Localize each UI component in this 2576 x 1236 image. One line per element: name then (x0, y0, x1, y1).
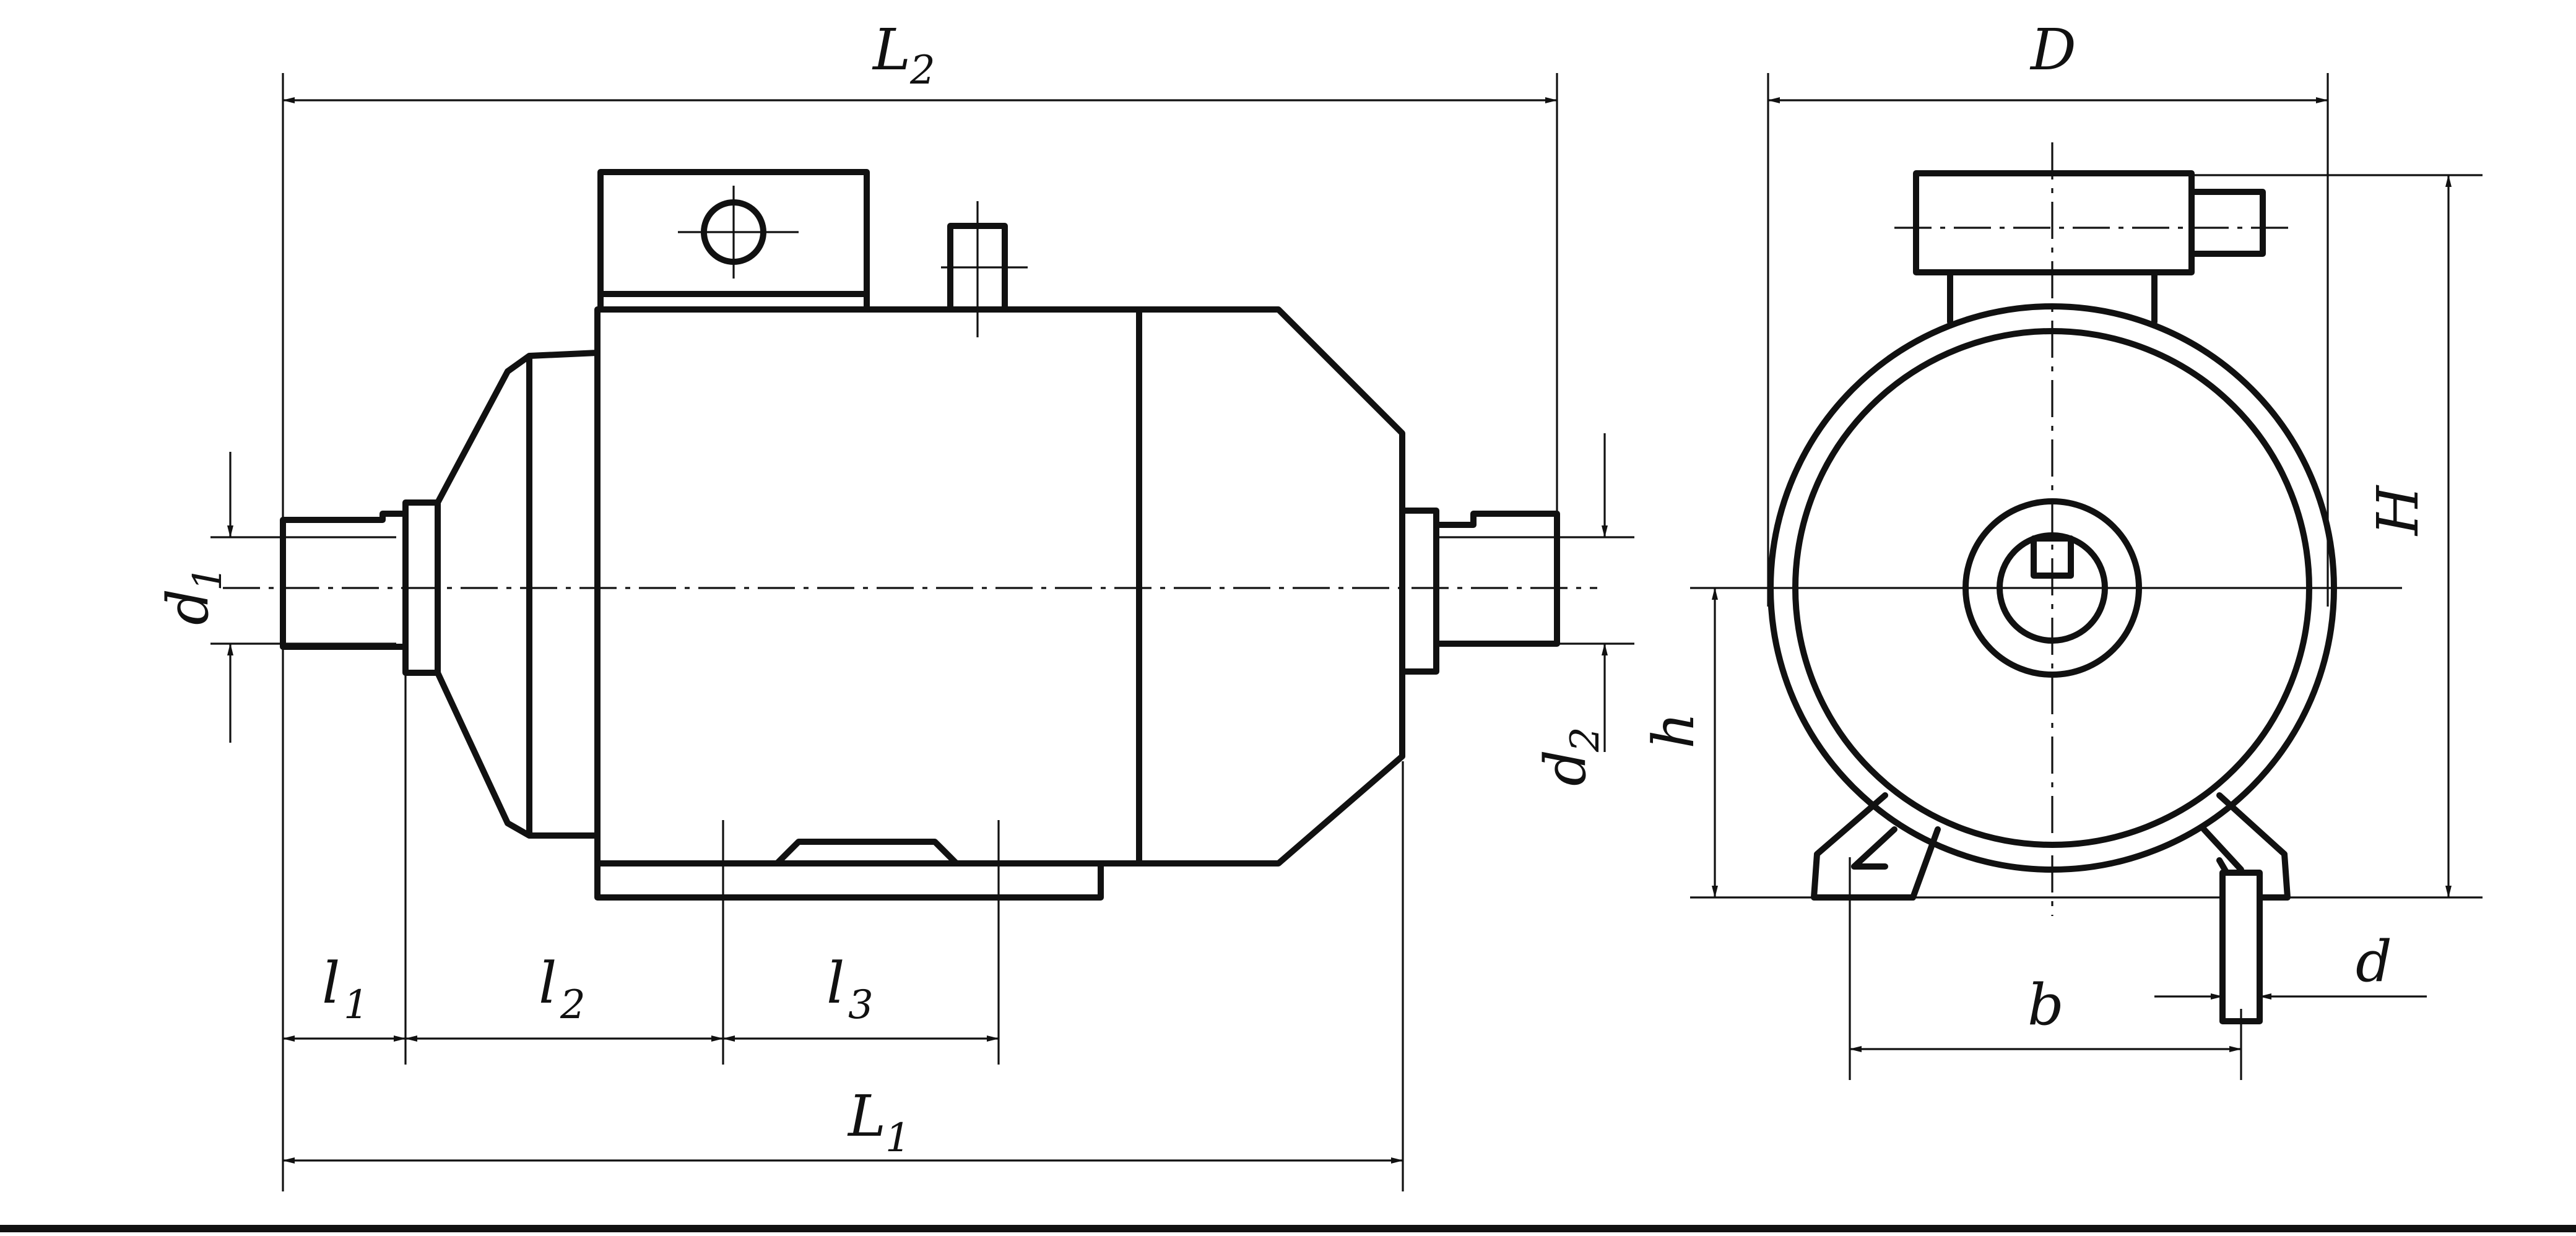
mounting-bolt (2219, 870, 2263, 1024)
svg-text:l: l (322, 950, 340, 1016)
right-shaft (1433, 511, 1560, 647)
svg-text:1: 1 (344, 982, 369, 1028)
svg-text:h: h (1641, 712, 1707, 749)
motor-foot (594, 839, 1104, 901)
svg-text:l: l (826, 950, 844, 1016)
svg-text:L: L (872, 17, 911, 83)
front-cable-gland (2188, 189, 2266, 257)
label-b: b (2027, 972, 2064, 1038)
label-h: h (1641, 712, 1707, 749)
svg-text:2: 2 (560, 982, 586, 1028)
svg-text:3: 3 (848, 982, 874, 1028)
left-shaft (280, 511, 409, 650)
label-l3: l 3 (826, 950, 874, 1028)
label-L1: L 1 (847, 1083, 911, 1161)
motor-body (594, 306, 1405, 866)
front-view: D H h b d (1641, 17, 2483, 1080)
svg-text:1: 1 (885, 1115, 911, 1161)
svg-text:d: d (155, 589, 221, 625)
label-d: d (2356, 928, 2392, 995)
label-l2: l 2 (539, 950, 586, 1028)
svg-text:2: 2 (1563, 727, 1608, 753)
right-flange (1399, 508, 1439, 675)
svg-text:H: H (2365, 485, 2431, 537)
svg-text:1: 1 (185, 566, 231, 591)
terminal-box-neck (1947, 269, 2158, 325)
label-D: D (2029, 17, 2076, 83)
left-end-shield (435, 350, 601, 839)
svg-text:l: l (539, 950, 557, 1016)
label-L2: L 2 (872, 17, 935, 93)
label-l1: l 1 (322, 950, 369, 1028)
svg-text:2: 2 (909, 48, 935, 93)
svg-text:L: L (847, 1083, 886, 1149)
label-d1: d 1 (155, 566, 231, 625)
foot-left (1811, 792, 1941, 901)
side-view: L 2 L 1 l 1 l 2 l 3 d 1 d 2 (155, 17, 1634, 1191)
label-d2: d 2 (1532, 727, 1608, 786)
label-H: H (2365, 485, 2431, 537)
front-terminal-box (1913, 170, 2195, 275)
svg-text:d: d (1532, 750, 1598, 786)
